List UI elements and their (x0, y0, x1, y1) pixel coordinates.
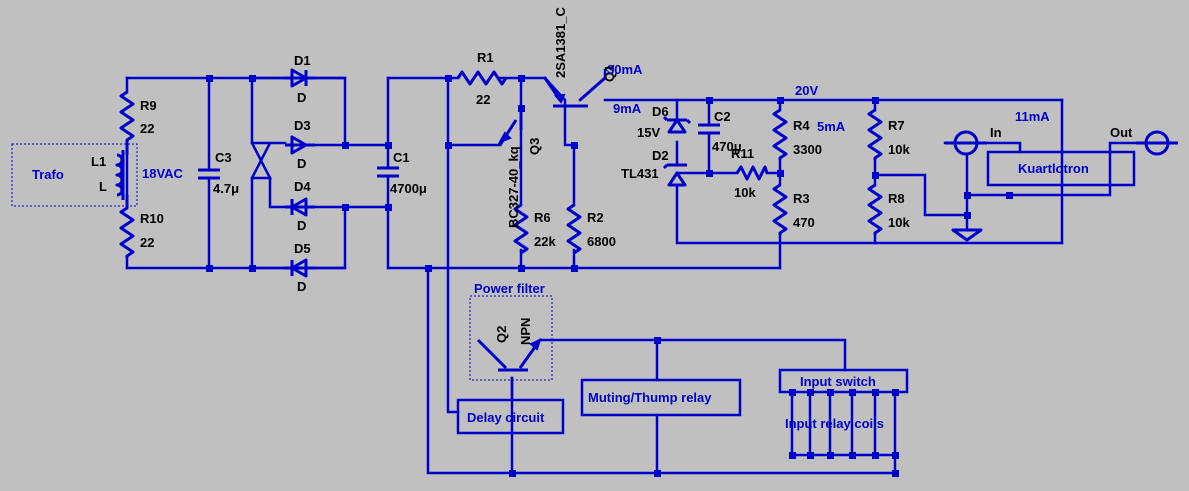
resistors: R9 22 R10 22 R1 22 R6 22k R2 6800 R11 10… (119, 50, 910, 258)
muting-relay-label: Muting/Thump relay (588, 390, 712, 405)
r10-ref: R10 (140, 211, 164, 226)
d5-ref: D5 (294, 241, 311, 256)
c2-ref: C2 (714, 109, 731, 124)
c3-ref: C3 (215, 150, 232, 165)
out-current: 11mA (1015, 109, 1050, 124)
l1-ref: L1 (91, 154, 106, 169)
input-switch-block[interactable] (778, 368, 909, 394)
r7-ref: R7 (888, 118, 905, 133)
diodes: D1 D D3 D D4 D D5 D D6 15V D2 TL431 (285, 53, 692, 294)
d2-ref: D2 (652, 148, 669, 163)
r2-value: 6800 (587, 234, 616, 249)
kuartlotron-label: Kuartlotron (1018, 161, 1089, 176)
kuartlotron-block[interactable] (986, 150, 1136, 187)
r6-ref: R6 (534, 210, 551, 225)
r11-value: 10k (734, 185, 756, 200)
in-label: In (990, 125, 1002, 140)
r9-value: 22 (140, 121, 154, 136)
transistors: Q1 2SA1381_C Q3 BC327-40_kq Power filter… (469, 7, 617, 381)
d3-ref: D3 (294, 118, 311, 133)
delay-circuit-block[interactable] (456, 398, 565, 435)
r8-ref: R8 (888, 191, 905, 206)
c3-value: 4.7μ (213, 181, 239, 196)
r8-value: 10k (888, 215, 910, 230)
input-switch-label: Input switch (800, 374, 876, 389)
relay-coils-label: Input relay coils (785, 416, 884, 431)
d6-value: 15V (637, 125, 660, 140)
q3-ref: Q3 (527, 138, 542, 155)
q2-ref: Q2 (494, 326, 509, 343)
d4-value: D (297, 218, 306, 233)
r10-value: 22 (140, 235, 154, 250)
d1-ref: D1 (294, 53, 311, 68)
wires (125, 68, 1162, 475)
c1-ref: C1 (393, 150, 410, 165)
net-labels: 30mA 20V 9mA 5mA 11mA (607, 62, 1050, 134)
r4-value: 3300 (793, 142, 822, 157)
d3-value: D (297, 156, 306, 171)
r3-ref: R3 (793, 191, 810, 206)
c2-value: 470μ (712, 139, 742, 154)
q1-current: 30mA (607, 62, 643, 77)
r9-ref: R9 (140, 98, 157, 113)
delay-circuit-label: Delay circuit (467, 410, 545, 425)
capacitors: C3 4.7μ C1 4700μ C2 470μ (198, 109, 742, 196)
divider-current: 5mA (817, 119, 846, 134)
power-filter-label: Power filter (474, 281, 545, 296)
rail-voltage: 20V (795, 83, 818, 98)
r11-ref: R11 (731, 146, 754, 161)
q1-value: 2SA1381_C (553, 7, 568, 78)
muting-relay-block[interactable] (580, 378, 742, 417)
r1-value: 22 (476, 92, 490, 107)
connectors: In Out (945, 125, 1178, 242)
transformer: Trafo L1 L 18VAC (11, 143, 184, 208)
d5-value: D (297, 279, 306, 294)
ref-current: 9mA (613, 101, 642, 116)
d2-value: TL431 (621, 166, 659, 181)
q1-ref: Q1 (602, 65, 617, 82)
r3-value: 470 (793, 215, 815, 230)
r1-ref: R1 (477, 50, 494, 65)
r6-value: 22k (534, 234, 556, 249)
d4-ref: D4 (294, 179, 311, 194)
l1-value: L (99, 179, 107, 194)
r4-ref: R4 (793, 118, 810, 133)
trafo-label: Trafo (32, 167, 64, 182)
vac-label: 18VAC (142, 166, 184, 181)
junctions (206, 75, 1013, 477)
r7-value: 10k (888, 142, 910, 157)
r2-ref: R2 (587, 210, 604, 225)
d1-value: D (297, 90, 306, 105)
q2-value: NPN (518, 318, 533, 345)
blocks: Kuartlotron Delay circuit Muting/Thump r… (456, 150, 1136, 435)
q3-value: BC327-40_kq (506, 146, 521, 228)
out-label: Out (1110, 125, 1133, 140)
d6-ref: D6 (652, 104, 669, 119)
c1-value: 4700μ (390, 181, 427, 196)
